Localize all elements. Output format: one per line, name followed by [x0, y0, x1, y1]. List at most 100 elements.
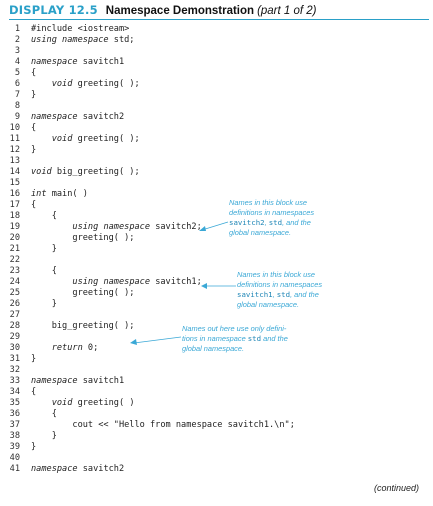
code-text: cout << "Hello from namespace savitch1.\…	[31, 420, 295, 430]
code-text: void big_greeting( );	[31, 167, 140, 177]
annotation-line: savitch2, std, and the	[229, 218, 314, 228]
annotation-line: tions in namespace std and the	[182, 334, 288, 344]
display-part: (part 1 of 2)	[257, 5, 317, 17]
code-text: big_greeting( );	[31, 321, 135, 331]
line-number: 22	[9, 255, 20, 265]
code-text: {	[31, 266, 57, 276]
line-number: 33	[9, 376, 20, 386]
code-text: using namespace savitch2;	[72, 222, 202, 232]
code-text: return 0;	[51, 343, 99, 353]
line-number: 12	[9, 145, 20, 155]
line-number: 5	[14, 68, 20, 78]
display-title: Namespace Demonstration	[105, 5, 255, 17]
code-text: void greeting( );	[51, 134, 140, 144]
code-text: }	[31, 354, 37, 364]
code-text: using namespace savitch1;	[72, 277, 202, 287]
code-text: }	[31, 90, 37, 100]
annotation-line: definitions in namespaces	[237, 280, 323, 289]
annotation-text: ,	[272, 290, 277, 299]
code-text: greeting( );	[31, 288, 135, 298]
code-line: 7}	[0, 90, 433, 101]
line-number: 38	[9, 431, 20, 441]
line-number: 27	[9, 310, 20, 320]
code-line: 32	[0, 365, 433, 376]
code-line: 8	[0, 101, 433, 112]
code-line: 35 void greeting( )	[0, 398, 433, 409]
line-number: 17	[9, 200, 20, 210]
line-number: 29	[9, 332, 20, 342]
line-number: 28	[9, 321, 20, 331]
code-line: 1#include <iostream>	[0, 24, 433, 35]
code-line: 30 return 0;	[0, 343, 433, 354]
line-number: 4	[14, 57, 20, 67]
code-keyword: void	[51, 398, 73, 408]
code-keyword: int	[31, 189, 47, 199]
code-line: 13	[0, 156, 433, 167]
code-text: {	[31, 68, 37, 78]
annotation-text: , and the	[290, 290, 319, 299]
code-text: greeting( );	[31, 233, 135, 243]
annotation-line: global namespace.	[237, 300, 300, 309]
annotation-block-global: Names out here use only defini- tions in…	[182, 324, 288, 354]
code-keyword: namespace	[31, 112, 78, 122]
line-number: 16	[9, 189, 20, 199]
line-number: 14	[9, 167, 20, 177]
code-line: 12}	[0, 145, 433, 156]
code-line: 31}	[0, 354, 433, 365]
code-keyword: namespace	[31, 57, 78, 67]
annotation-namespace: savitch2	[229, 218, 265, 227]
annotation-line: Names in this block use	[229, 198, 308, 207]
annotation-text: ,	[264, 218, 269, 227]
code-line: 17{	[0, 200, 433, 211]
annotation-line: global namespace.	[182, 344, 245, 353]
code-keyword: void	[51, 134, 73, 144]
code-line: 19 using namespace savitch2;	[0, 222, 433, 233]
code-line: 25 greeting( );	[0, 288, 433, 299]
code-text: void greeting( )	[51, 398, 135, 408]
line-number: 25	[9, 288, 20, 298]
code-line: 10{	[0, 123, 433, 134]
annotation-namespace: savitch1	[237, 290, 273, 299]
code-text: }	[31, 299, 57, 309]
line-number: 18	[9, 211, 20, 221]
line-number: 30	[9, 343, 20, 353]
annotation-namespace: std	[276, 290, 291, 299]
code-line: 36 {	[0, 409, 433, 420]
line-number: 40	[9, 453, 20, 463]
code-line: 27	[0, 310, 433, 321]
line-number: 15	[9, 178, 20, 188]
code-keyword: using namespace	[31, 35, 109, 45]
line-number: 1	[14, 24, 20, 34]
code-text: namespace savitch2	[31, 112, 125, 122]
annotation-line: global namespace.	[229, 228, 292, 237]
code-line: 38 }	[0, 431, 433, 442]
code-line: 39}	[0, 442, 433, 453]
code-line: 29	[0, 332, 433, 343]
code-line: 40	[0, 453, 433, 464]
code-line: 28 big_greeting( );	[0, 321, 433, 332]
line-number: 34	[9, 387, 20, 397]
code-line: 5{	[0, 68, 433, 79]
continued-label: (continued)	[373, 483, 419, 493]
code-line: 21 }	[0, 244, 433, 255]
line-number: 31	[9, 354, 20, 364]
code-line: 18 {	[0, 211, 433, 222]
line-number: 36	[9, 409, 20, 419]
code-text: {	[31, 387, 37, 397]
code-text: void greeting( );	[51, 79, 140, 89]
line-number: 8	[14, 101, 20, 111]
code-text: {	[31, 409, 57, 419]
code-text: }	[31, 145, 37, 155]
annotation-namespace: std	[247, 334, 262, 343]
code-keyword: using namespace	[72, 222, 151, 232]
code-line: 34 {	[0, 387, 433, 398]
annotation-text: and the	[261, 334, 288, 343]
code-text: }	[31, 442, 37, 452]
code-line: 14 void big_greeting( );	[0, 167, 433, 178]
